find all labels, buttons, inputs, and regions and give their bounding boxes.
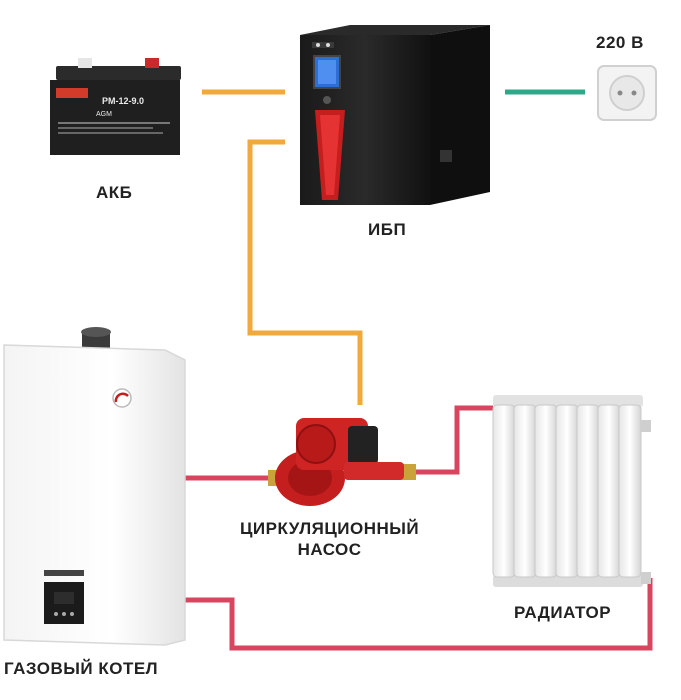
wall-socket-image	[597, 65, 657, 121]
gas-boiler-label: ГАЗОВЫЙ КОТЕЛ	[4, 659, 159, 678]
gas-boiler-image	[3, 327, 186, 646]
circulation-pump-label: ЦИРКУЛЯЦИОННЫЙ НАСОС	[240, 518, 419, 560]
battery-label: АКБ	[96, 183, 133, 202]
battery-model-text: PM-12-9.0	[102, 96, 144, 106]
pump-label-line-2: НАСОС	[297, 540, 362, 559]
ups-label: ИБП	[368, 220, 407, 239]
battery-image: PM-12-9.0 AGM	[50, 58, 181, 155]
pump-radiator-line	[415, 405, 493, 475]
boiler-radiator-return-line	[185, 578, 653, 651]
ups-image	[300, 25, 490, 205]
ups-pump-line	[247, 139, 363, 405]
radiator-label: РАДИАТОР	[514, 603, 612, 622]
battery-type-text: AGM	[96, 111, 112, 118]
radiator-image	[492, 395, 651, 587]
circulation-pump-image	[268, 418, 416, 506]
mains-voltage-label: 220 В	[596, 33, 644, 52]
pump-label-line-1: ЦИРКУЛЯЦИОННЫЙ	[240, 519, 420, 538]
